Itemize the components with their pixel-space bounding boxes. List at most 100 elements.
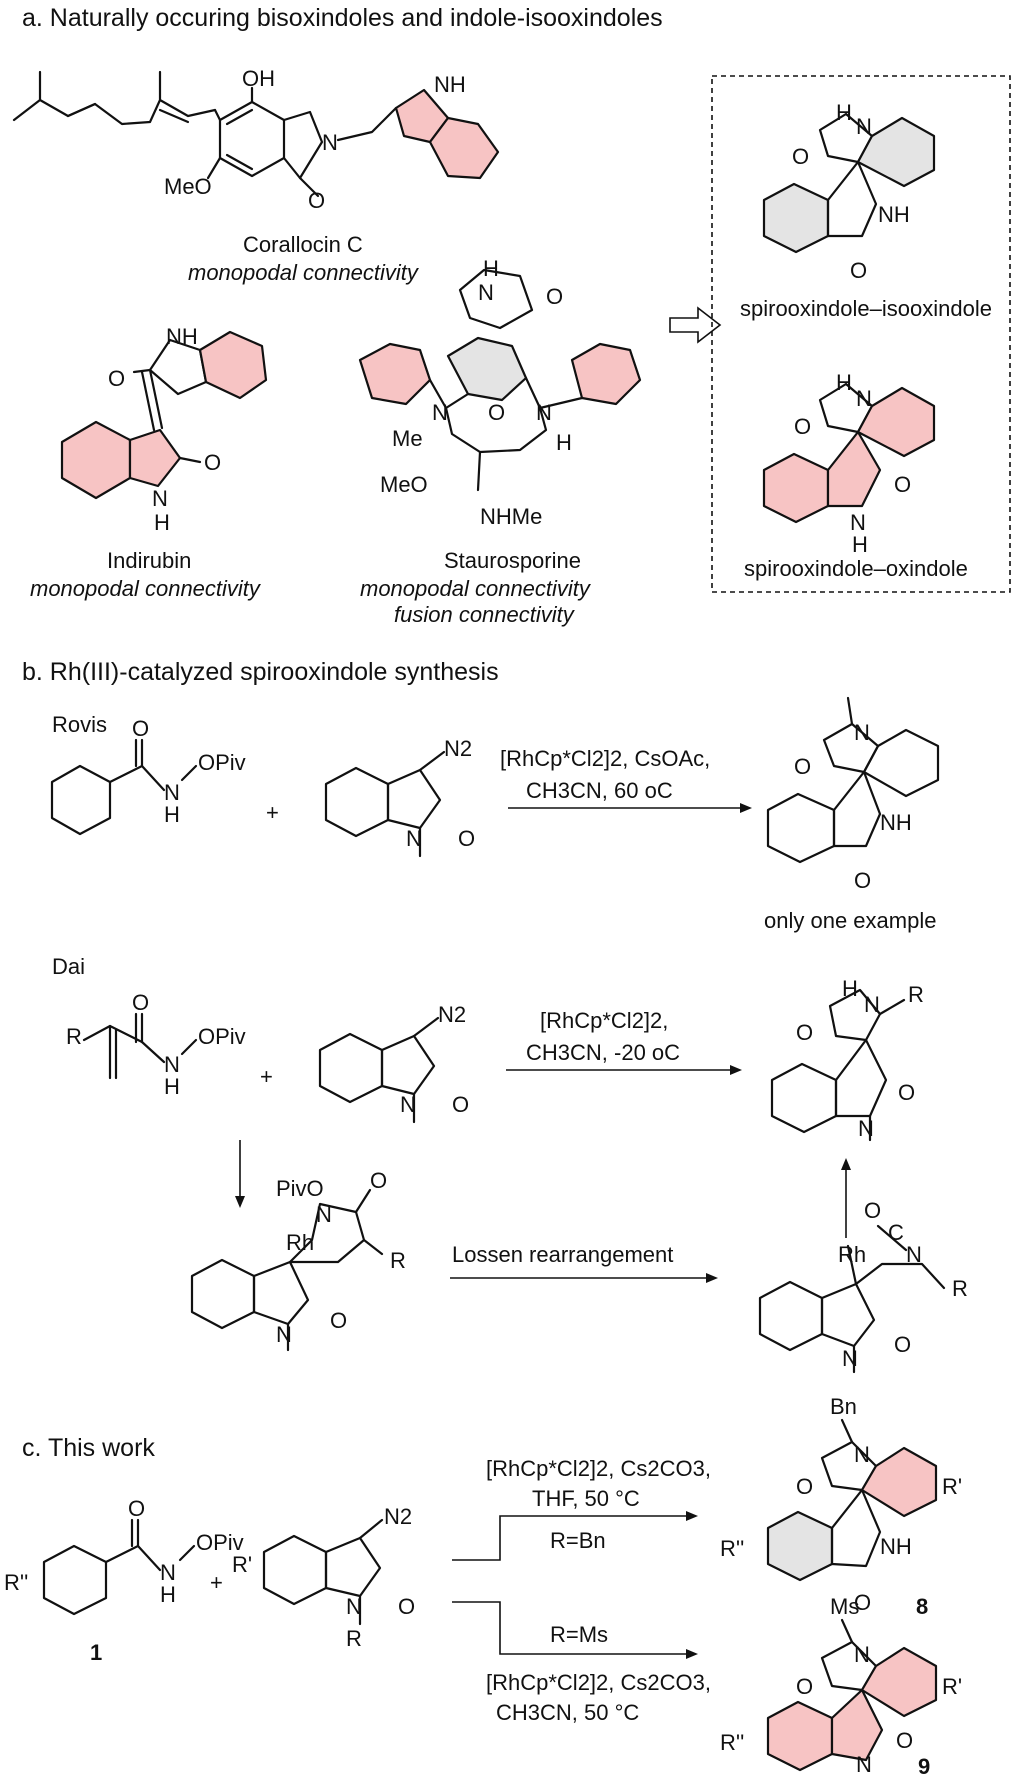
atom-n: N [400,1092,416,1117]
atom-h: H [483,256,499,281]
atom-o: O [896,1728,913,1753]
arrowhead-icon [706,1273,718,1283]
atom-opiv: OPiv [198,1024,246,1049]
atom-n: N [276,1322,292,1347]
atom-n: N [478,280,494,305]
atom-rpp: R'' [4,1570,28,1595]
arrowhead-icon [686,1649,698,1659]
atom-n: N [906,1242,922,1267]
atom-rp: R' [942,1474,962,1499]
atom-meo: MeO [164,174,212,199]
compound-8-label: 8 [916,1594,928,1619]
atom-nh: NH [166,324,198,349]
product-8 [766,1418,938,1582]
spiro-oxindole-structure [762,382,936,524]
spirooxindole-box [711,75,1011,593]
atom-pivo: PivO [276,1176,324,1201]
atom-n: N [856,1752,872,1777]
staurosporine-name: Staurosporine [444,548,581,573]
atom-n: N [854,1442,870,1467]
atom-h: H [842,976,858,1001]
atom-o: O [794,754,811,779]
rovis-label: Rovis [52,712,107,737]
indirubin-name: Indirubin [107,548,191,573]
cond-bottom-2: CH3CN, 50 °C [496,1700,639,1725]
atom-o: O [894,472,911,497]
atom-n: N [850,510,866,535]
corallocin-note: monopodal connectivity [188,260,420,285]
compound-1-label: 1 [90,1640,102,1665]
atom-o: O [864,1198,881,1223]
atom-c: C [888,1220,904,1245]
atom-r: R [908,982,924,1007]
atom-n: N [864,992,880,1017]
atom-h: H [852,532,868,557]
rovis-note: only one example [764,908,936,933]
arrowhead-icon [686,1511,698,1521]
atom-nh: NH [878,202,910,227]
atom-n: N [152,486,168,511]
section-c-title: c. This work [22,1434,155,1462]
atom-o: O [128,1496,145,1521]
atom-o: O [452,1092,469,1117]
substrate-diazooxindole [262,1518,384,1626]
indirubin-structure [60,330,268,500]
atom-n: N [856,114,872,139]
cond-top-r: R=Bn [550,1528,606,1553]
atom-o: O [898,1080,915,1105]
open-arrow-icon [669,306,722,344]
atom-r: R [66,1024,82,1049]
atom-rpp: R'' [720,1536,744,1561]
rovis-cond-1: [RhCp*Cl2]2, CsOAc, [500,746,710,771]
arrow-to-9 [452,1601,686,1655]
cond-top-2: THF, 50 °C [532,1486,640,1511]
dai-label: Dai [52,954,85,979]
dai-acrylamide [82,1012,198,1080]
atom-n: N [322,130,338,155]
atom-o: O [796,1020,813,1045]
atom-o: O [132,990,149,1015]
atom-r: R [346,1626,362,1651]
atom-o: O [488,400,505,425]
plus-sign: + [210,1570,223,1595]
rovis-cond-2: CH3CN, 60 oC [526,778,673,803]
arrow-to-8 [452,1515,686,1561]
spiro-isooxindole-structure [762,112,936,254]
atom-me: Me [392,426,423,451]
staurosporine-note-2: fusion connectivity [394,602,576,627]
atom-o: O [458,826,475,851]
staurosporine-structure [358,268,642,492]
atom-n: N [164,780,180,805]
cond-bottom-r: R=Ms [550,1622,608,1647]
dai-diazooxindole [318,1016,440,1124]
atom-nh: NH [880,810,912,835]
box-label-2: spirooxindole–oxindole [744,556,968,581]
atom-h: H [836,100,852,125]
cond-top-1: [RhCp*Cl2]2, Cs2CO3, [486,1456,711,1481]
atom-n: N [856,386,872,411]
atom-n: N [316,1202,332,1227]
section-b-title: b. Rh(III)-catalyzed spirooxindole synth… [22,658,499,686]
atom-o: O [308,188,325,213]
plus-sign: + [266,800,279,825]
atom-bn: Bn [830,1394,857,1419]
atom-h: H [154,510,170,535]
atom-nhme: NHMe [480,504,542,529]
lossen-label: Lossen rearrangement [452,1242,673,1267]
arrowhead-icon [235,1196,245,1208]
atom-n: N [160,1560,176,1585]
atom-n: N [406,826,422,851]
section-a-title: a. Naturally occuring bisoxindoles and i… [22,4,663,32]
rh-intermediate-2 [758,1224,946,1374]
atom-o: O [850,258,867,283]
atom-o: O [796,1674,813,1699]
atom-meo: MeO [380,472,428,497]
atom-o: O [794,414,811,439]
atom-h: H [836,370,852,395]
atom-h: H [164,1074,180,1099]
atom-o: O [108,366,125,391]
cond-bottom-1: [RhCp*Cl2]2, Cs2CO3, [486,1670,711,1695]
atom-n2: N2 [444,736,472,761]
arrowhead-icon [740,803,752,813]
